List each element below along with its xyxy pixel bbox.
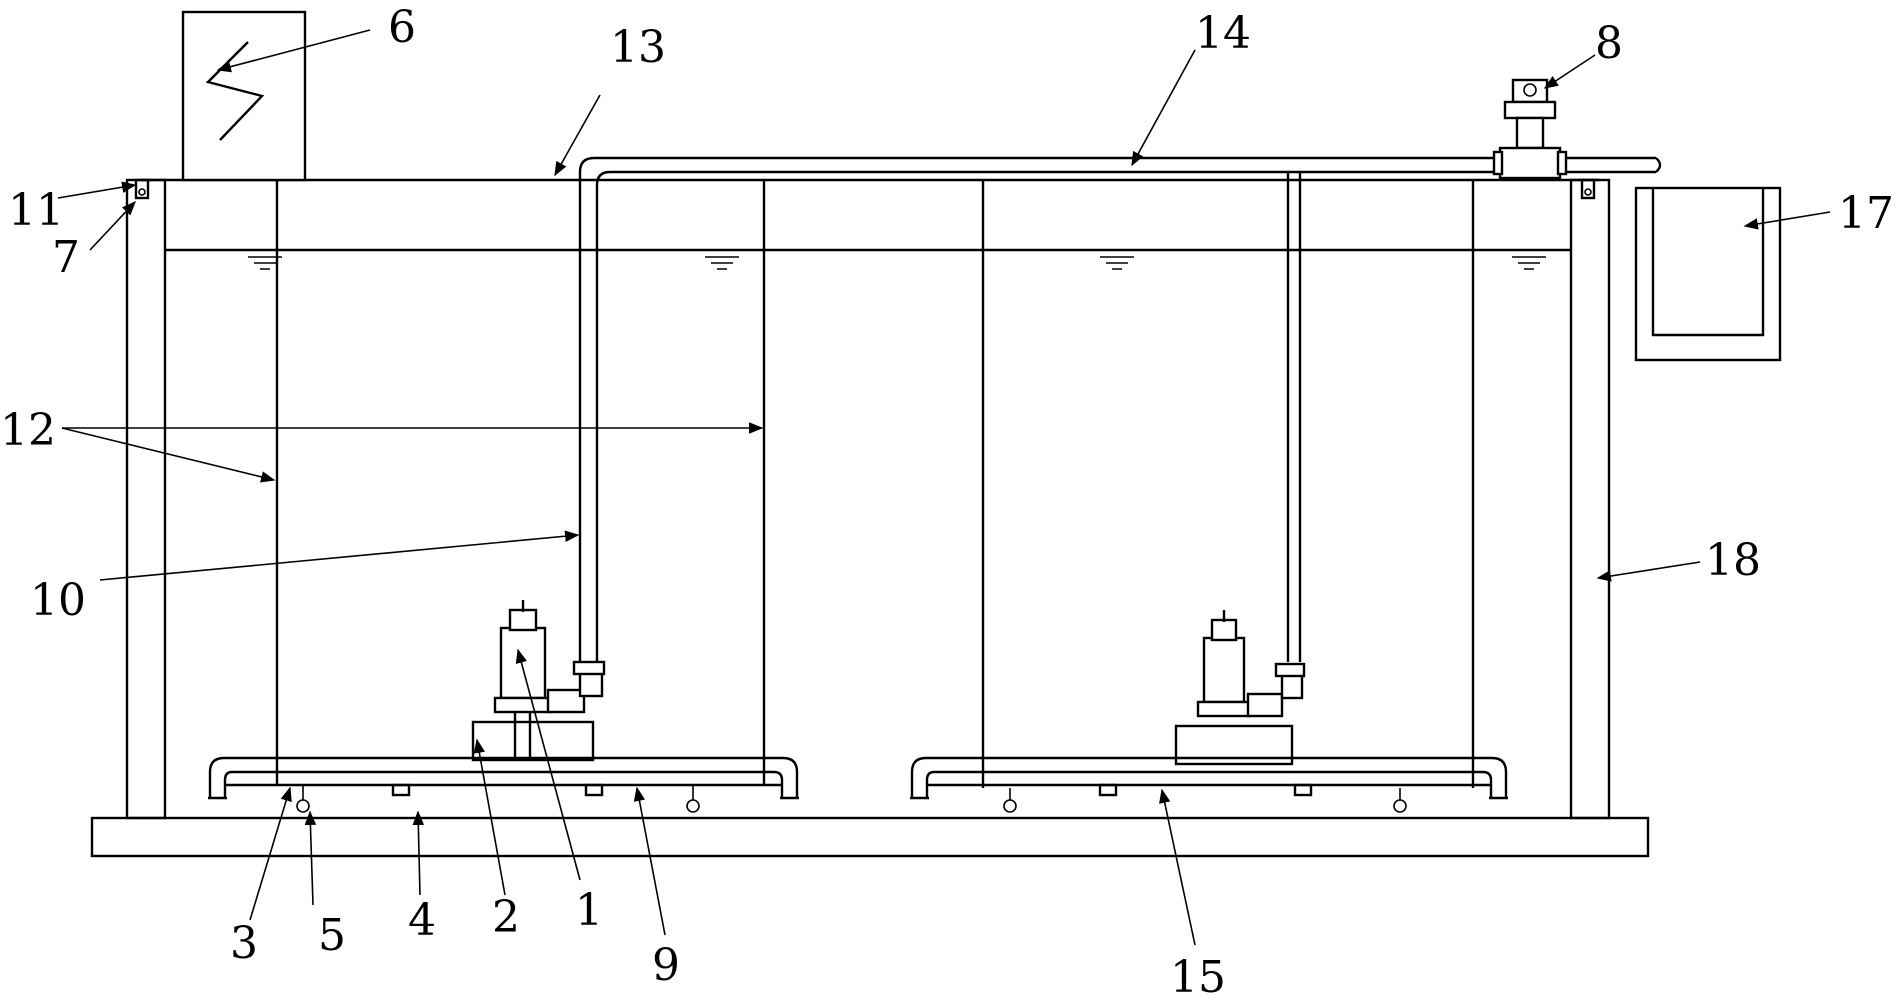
callout-2: 2 — [492, 892, 520, 943]
callout-13: 13 — [610, 22, 666, 73]
callout-1: 1 — [575, 885, 603, 936]
callout-10: 10 — [30, 575, 86, 626]
callout-8: 8 — [1595, 18, 1623, 69]
callout-17: 17 — [1838, 188, 1894, 239]
main-pipe — [578, 156, 1662, 186]
aerator-manifold-right — [910, 756, 1508, 813]
nozzle — [296, 785, 700, 813]
tank-wall-right — [1569, 178, 1611, 820]
tank-wall-left — [125, 178, 167, 820]
callout-15: 15 — [1170, 952, 1226, 1003]
pump-left — [471, 600, 606, 762]
leader-lines — [57, 29, 1831, 946]
callout-3: 3 — [230, 918, 258, 969]
callout-12: 12 — [0, 405, 56, 456]
nozzle — [1003, 788, 1407, 813]
pump-right — [1174, 610, 1306, 766]
callout-6: 6 — [388, 2, 416, 53]
callout-4: 4 — [408, 895, 436, 946]
water-level-symbol — [248, 256, 1546, 270]
callout-18: 18 — [1705, 535, 1761, 586]
callout-5: 5 — [318, 910, 346, 961]
riser-pipe-left — [578, 172, 599, 662]
callout-14: 14 — [1195, 8, 1251, 59]
riser-pipe-right — [1286, 172, 1302, 662]
base-plate — [90, 816, 1650, 858]
guide-cylinder-right — [981, 180, 1475, 788]
outlet-trough — [1634, 186, 1782, 362]
callout-9: 9 — [652, 940, 680, 991]
valve-assembly — [1492, 78, 1568, 180]
guide-cylinder-left — [275, 180, 766, 785]
callout-7: 7 — [52, 232, 80, 283]
callout-11: 11 — [8, 185, 64, 236]
aerator-manifold-left — [208, 756, 799, 813]
heater-box — [181, 10, 307, 182]
level-sensor — [134, 178, 1596, 200]
